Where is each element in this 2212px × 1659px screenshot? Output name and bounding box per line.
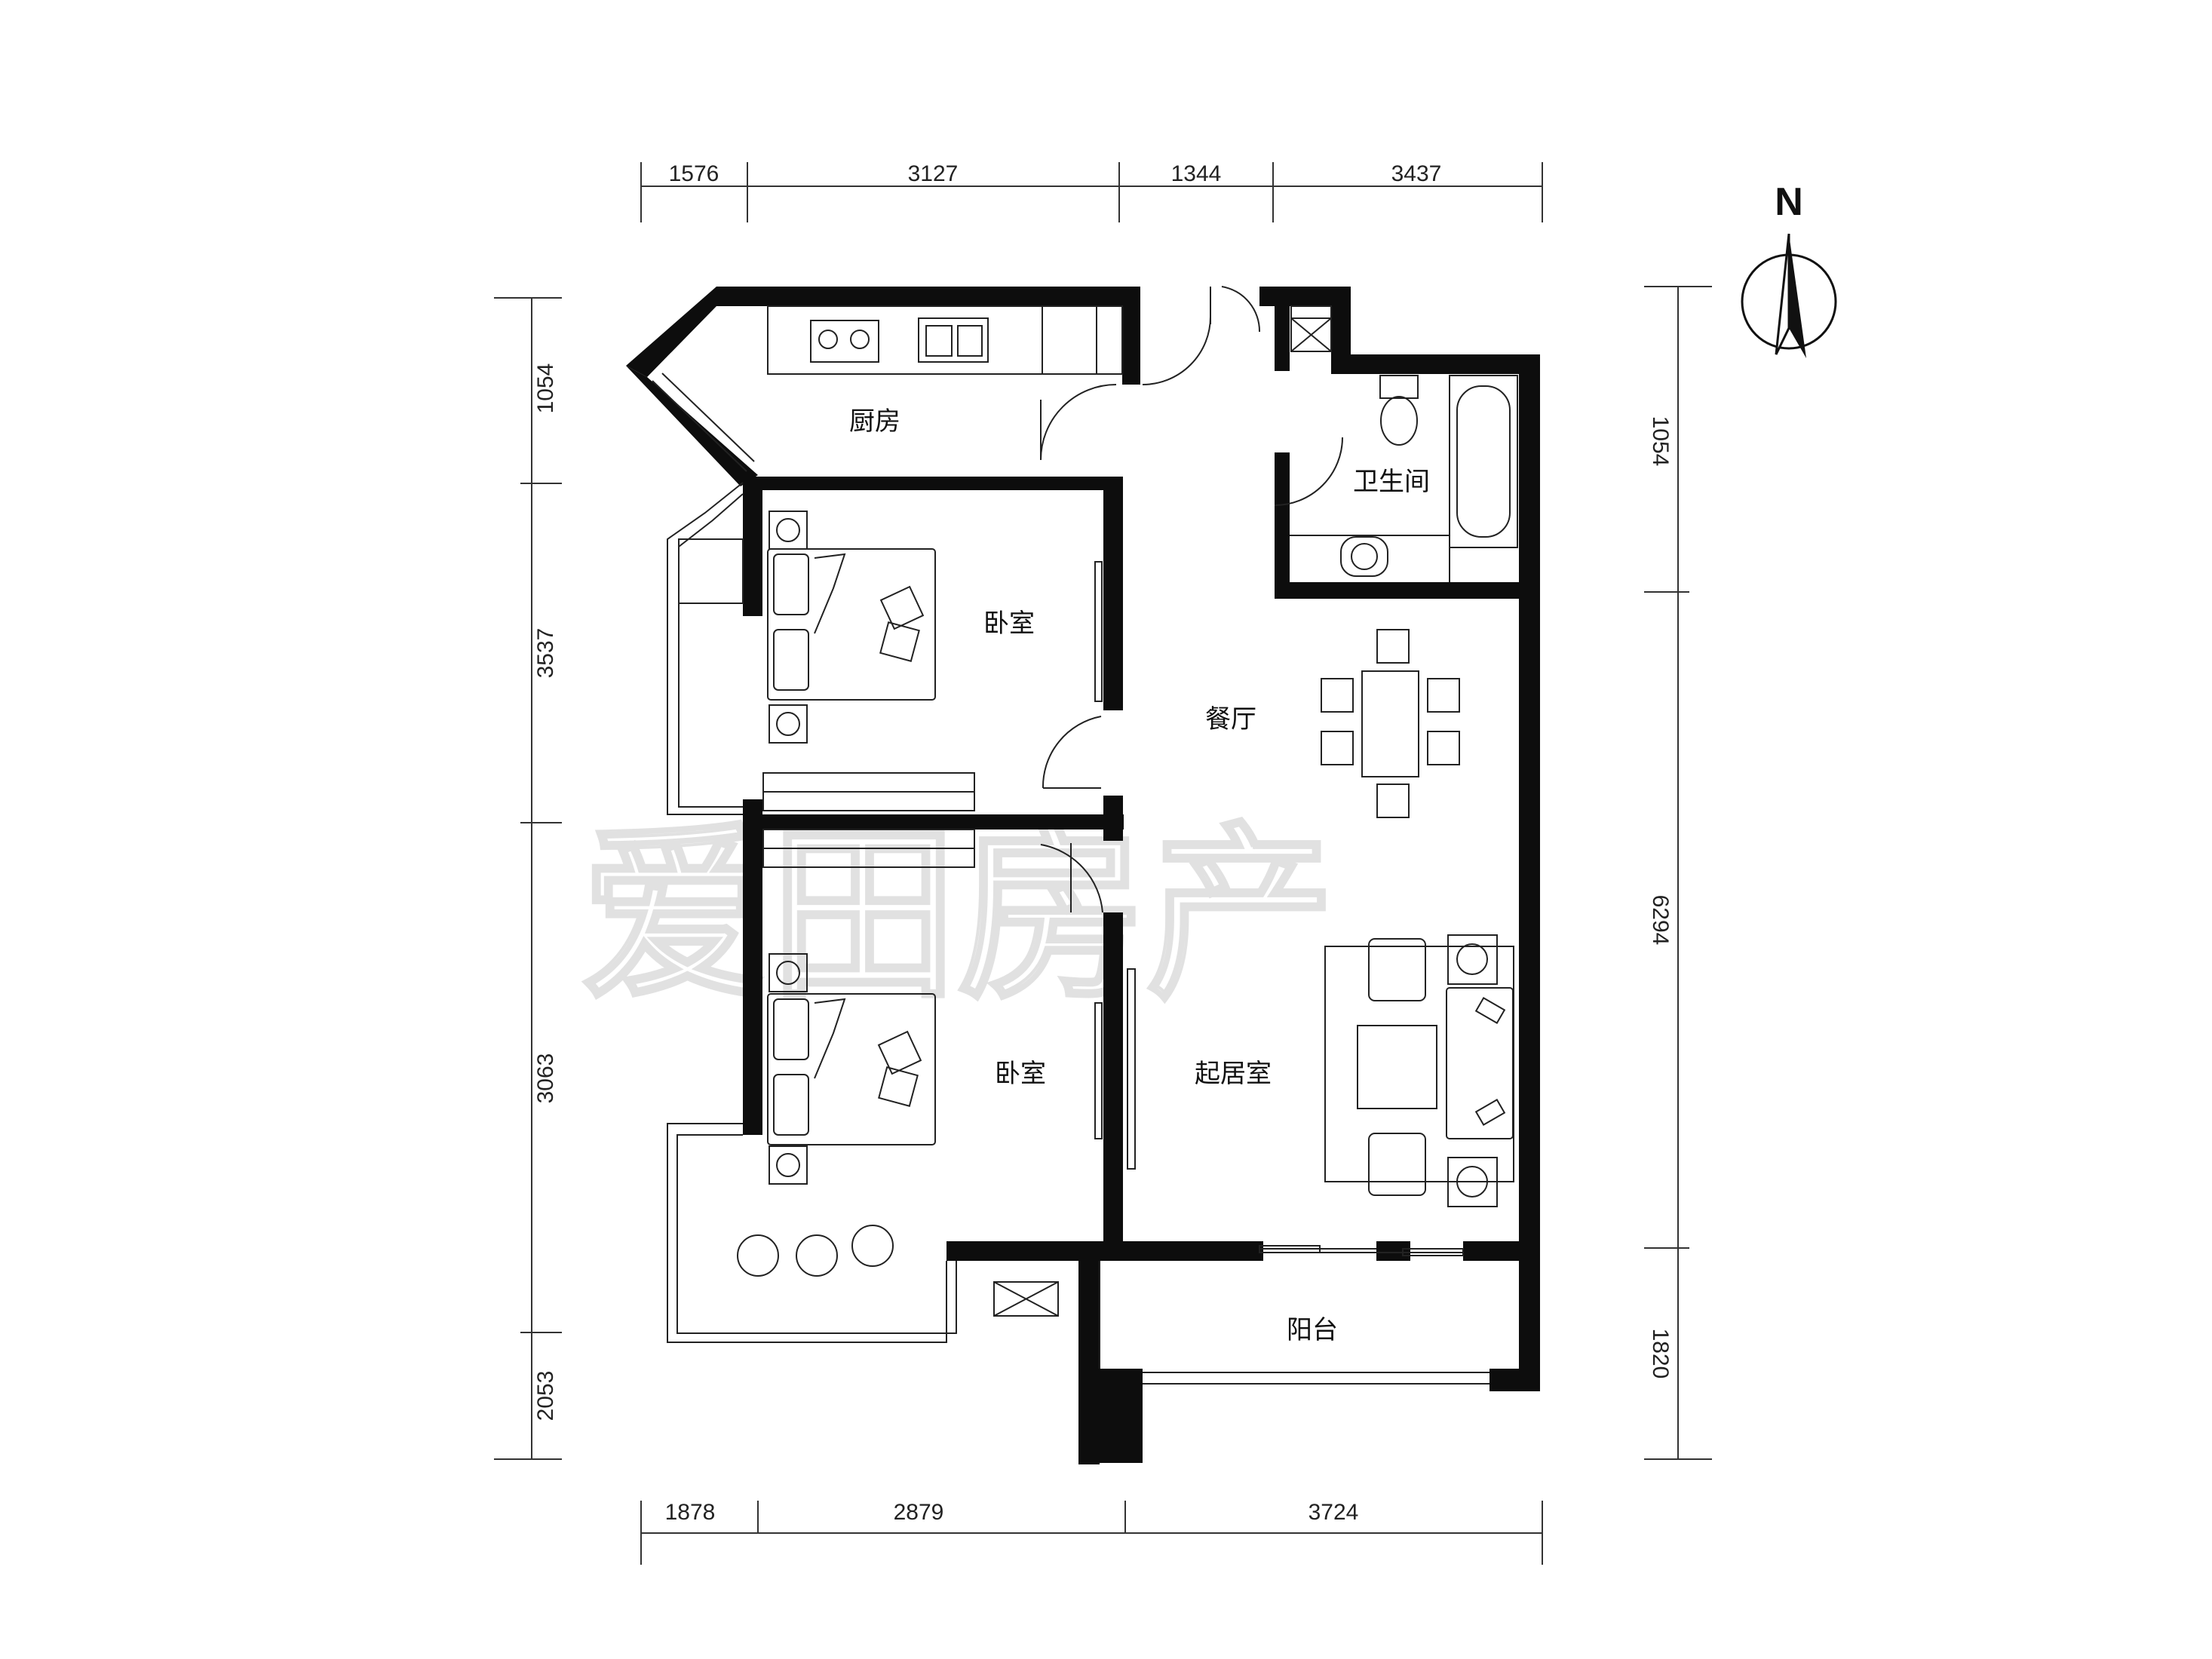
room-label-dining: 餐厅	[1205, 704, 1256, 734]
room-label-bedroom-1: 卧室	[983, 609, 1035, 639]
bed-1	[767, 511, 936, 744]
dim-top-3: 1344	[1171, 161, 1222, 186]
room-label-balcony: 阳台	[1287, 1315, 1338, 1345]
bedroom-sliding-windows	[1094, 561, 1136, 1170]
doors	[1040, 286, 1343, 913]
room-label-bedroom-2: 卧室	[995, 1059, 1046, 1089]
balcony-table-set	[737, 1225, 1059, 1317]
watermark: 爱田房产	[579, 804, 1336, 1026]
dining-set	[1321, 629, 1460, 818]
dim-bottom-2: 2879	[894, 1500, 944, 1525]
bathroom-fixtures	[1290, 305, 1518, 582]
bed-2	[767, 953, 936, 1185]
dim-left-3: 3063	[533, 1053, 558, 1104]
dim-right-2: 6294	[1648, 895, 1673, 946]
room-labels: 厨房 卫生间 卧室 餐厅 卧室 起居室 阳台	[849, 406, 1430, 1345]
dim-top-4: 3437	[1391, 161, 1442, 186]
room-label-bathroom: 卫生间	[1353, 467, 1430, 497]
dim-top-1: 1576	[669, 161, 719, 186]
living-set	[1324, 934, 1514, 1207]
compass-north-label: N	[1775, 180, 1803, 224]
dim-left-4: 2053	[533, 1371, 558, 1421]
dim-bottom-1: 1878	[665, 1500, 716, 1525]
dim-right-1: 1054	[1648, 416, 1673, 467]
wardrobe	[762, 772, 975, 868]
room-label-living: 起居室	[1195, 1059, 1272, 1089]
dimension-labels: 1576 3127 1344 3437 1878 2879 3724 1054 …	[533, 161, 1673, 1525]
dim-bottom-3: 3724	[1308, 1500, 1359, 1525]
room-label-kitchen: 厨房	[849, 406, 900, 437]
balcony-sliding-door	[1259, 1245, 1464, 1256]
svg-text:爱田房产: 爱田房产	[581, 805, 1335, 1025]
kitchen-counter	[767, 305, 1123, 375]
dim-left-2: 3537	[533, 628, 558, 679]
dim-right-3: 1820	[1648, 1329, 1673, 1379]
window-frames	[652, 373, 1489, 1385]
dimension-lines	[494, 162, 1712, 1565]
dim-top-2: 3127	[908, 161, 959, 186]
walls	[626, 287, 1540, 1464]
dim-left-1: 1054	[533, 363, 558, 414]
north-compass-icon: N	[1741, 180, 1837, 358]
